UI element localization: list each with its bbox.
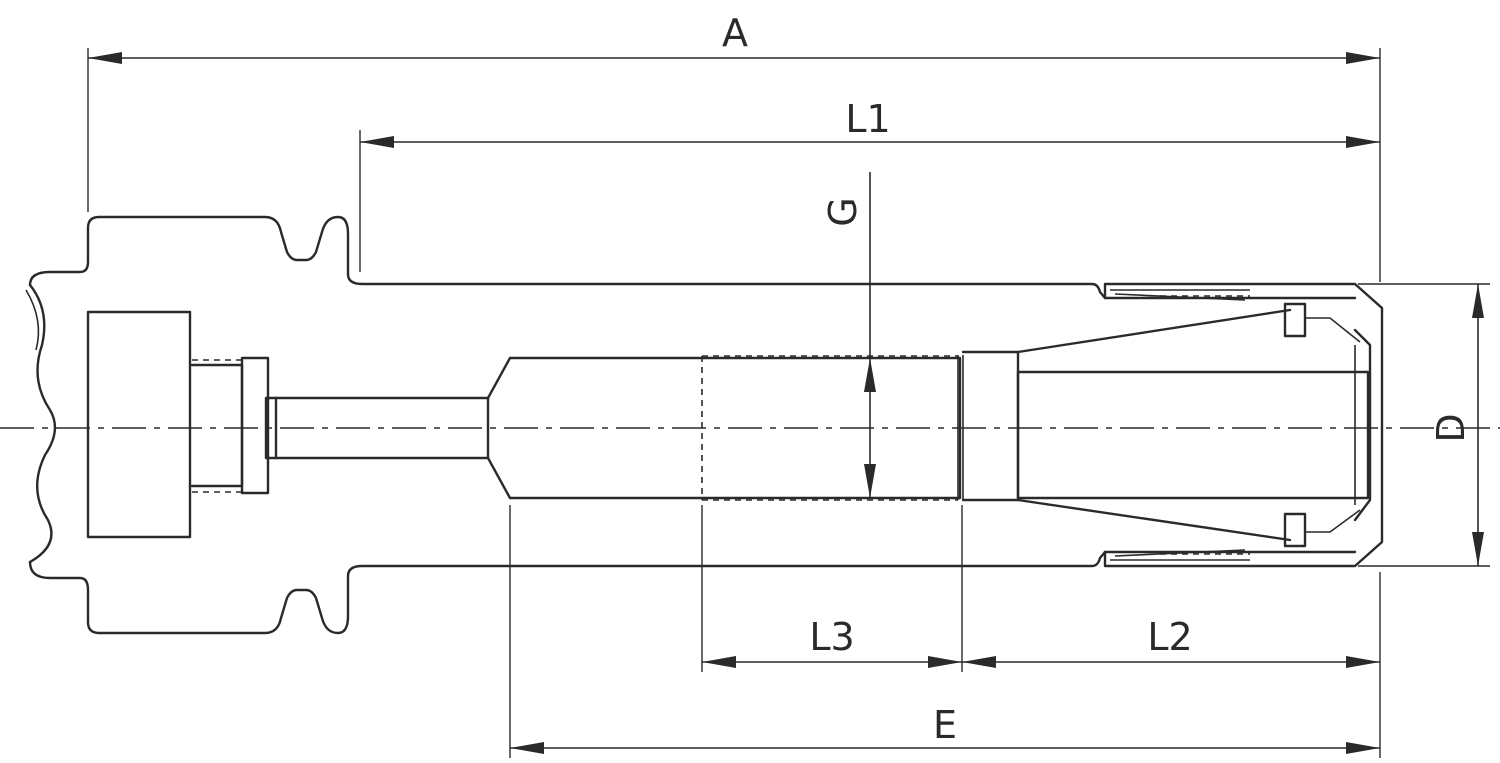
- dimension-d: D: [1358, 283, 1490, 567]
- dimension-a-label: A: [722, 11, 748, 55]
- dimension-l1: L1: [359, 97, 1380, 272]
- collet: [1016, 302, 1370, 548]
- dimension-l3-label: L3: [809, 615, 854, 659]
- dimension-a: A: [87, 11, 1381, 282]
- dimension-l2: L2: [962, 572, 1381, 758]
- dimension-g: G: [821, 172, 876, 498]
- internal-bore: [86, 310, 1020, 539]
- clamping-nut: [1103, 282, 1384, 568]
- dimension-e: E: [509, 505, 1380, 758]
- dimension-l2-label: L2: [1147, 615, 1192, 659]
- dimension-e-label: E: [933, 703, 957, 747]
- dimension-g-label: G: [821, 197, 865, 226]
- holder-body-outline: [25, 215, 1357, 635]
- dimension-l1-label: L1: [845, 97, 890, 141]
- dimension-d-label: D: [1429, 413, 1473, 442]
- dimension-l3: L3: [701, 505, 963, 672]
